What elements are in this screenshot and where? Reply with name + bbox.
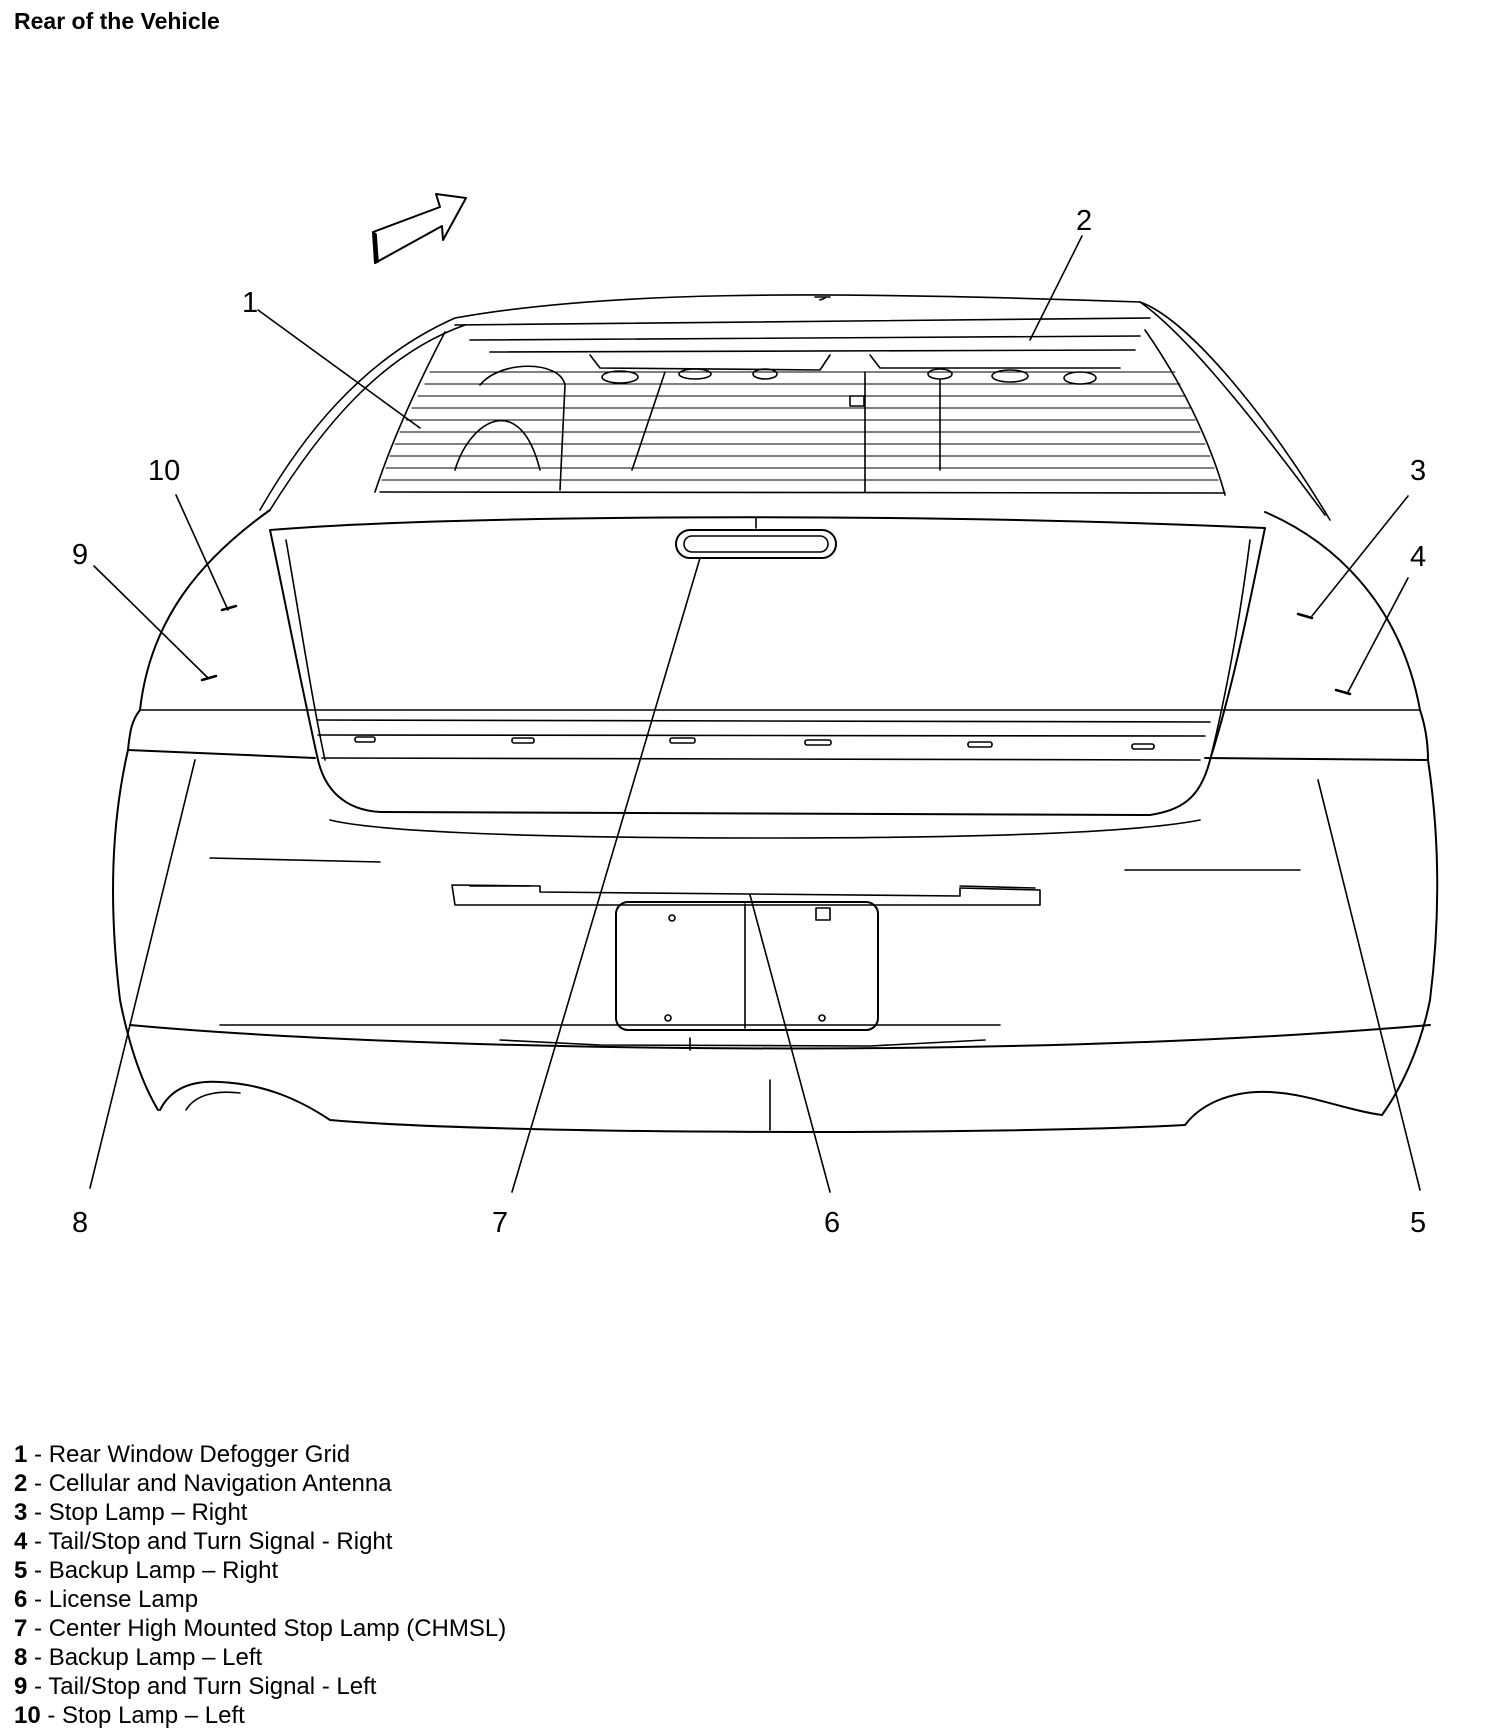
page-title: Rear of the Vehicle	[14, 8, 220, 34]
callout-3: 3	[1410, 455, 1426, 487]
callout-8: 8	[72, 1207, 88, 1239]
legend-item: 3 - Stop Lamp – Right	[14, 1499, 248, 1526]
callout-6: 6	[824, 1207, 840, 1239]
license-plate	[615, 901, 879, 1031]
legend-item: 8 - Backup Lamp – Left	[14, 1644, 263, 1671]
callout-1: 1	[242, 287, 258, 319]
legend-item: 10 - Stop Lamp – Left	[14, 1702, 245, 1729]
callout-7: 7	[492, 1207, 508, 1239]
legend-item: 2 - Cellular and Navigation Antenna	[14, 1470, 392, 1497]
legend: 1 - Rear Window Defogger Grid 2 - Cellul…	[14, 1440, 506, 1730]
callout-10: 10	[148, 455, 180, 487]
lamp-markers	[200, 604, 1352, 696]
legend-item: 5 - Backup Lamp – Right	[14, 1557, 279, 1584]
forward-arrow-icon	[372, 193, 467, 264]
legend-item: 6 - License Lamp	[14, 1586, 199, 1613]
callout-4: 4	[1410, 541, 1426, 573]
rear-bumper	[129, 1024, 1431, 1133]
legend-item: 1 - Rear Window Defogger Grid	[14, 1441, 351, 1468]
callout-5: 5	[1410, 1207, 1426, 1239]
vehicle-body	[112, 509, 1439, 1116]
leader-lines	[89, 235, 1421, 1193]
legend-item: 4 - Tail/Stop and Turn Signal - Right	[14, 1528, 393, 1555]
callout-2: 2	[1076, 205, 1092, 237]
legend-item: 7 - Center High Mounted Stop Lamp (CHMSL…	[14, 1615, 507, 1642]
rear-window	[259, 294, 1331, 521]
deck-lid	[269, 516, 1266, 816]
legend-item: 9 - Tail/Stop and Turn Signal - Left	[14, 1673, 377, 1700]
callout-labels: 1 2 3 4 5 6 7 8 9 10	[72, 205, 1426, 1239]
callout-9: 9	[72, 539, 88, 571]
vehicle-rear-diagram: 1 2 3 4 5 6 7 8 9 10	[72, 193, 1439, 1239]
